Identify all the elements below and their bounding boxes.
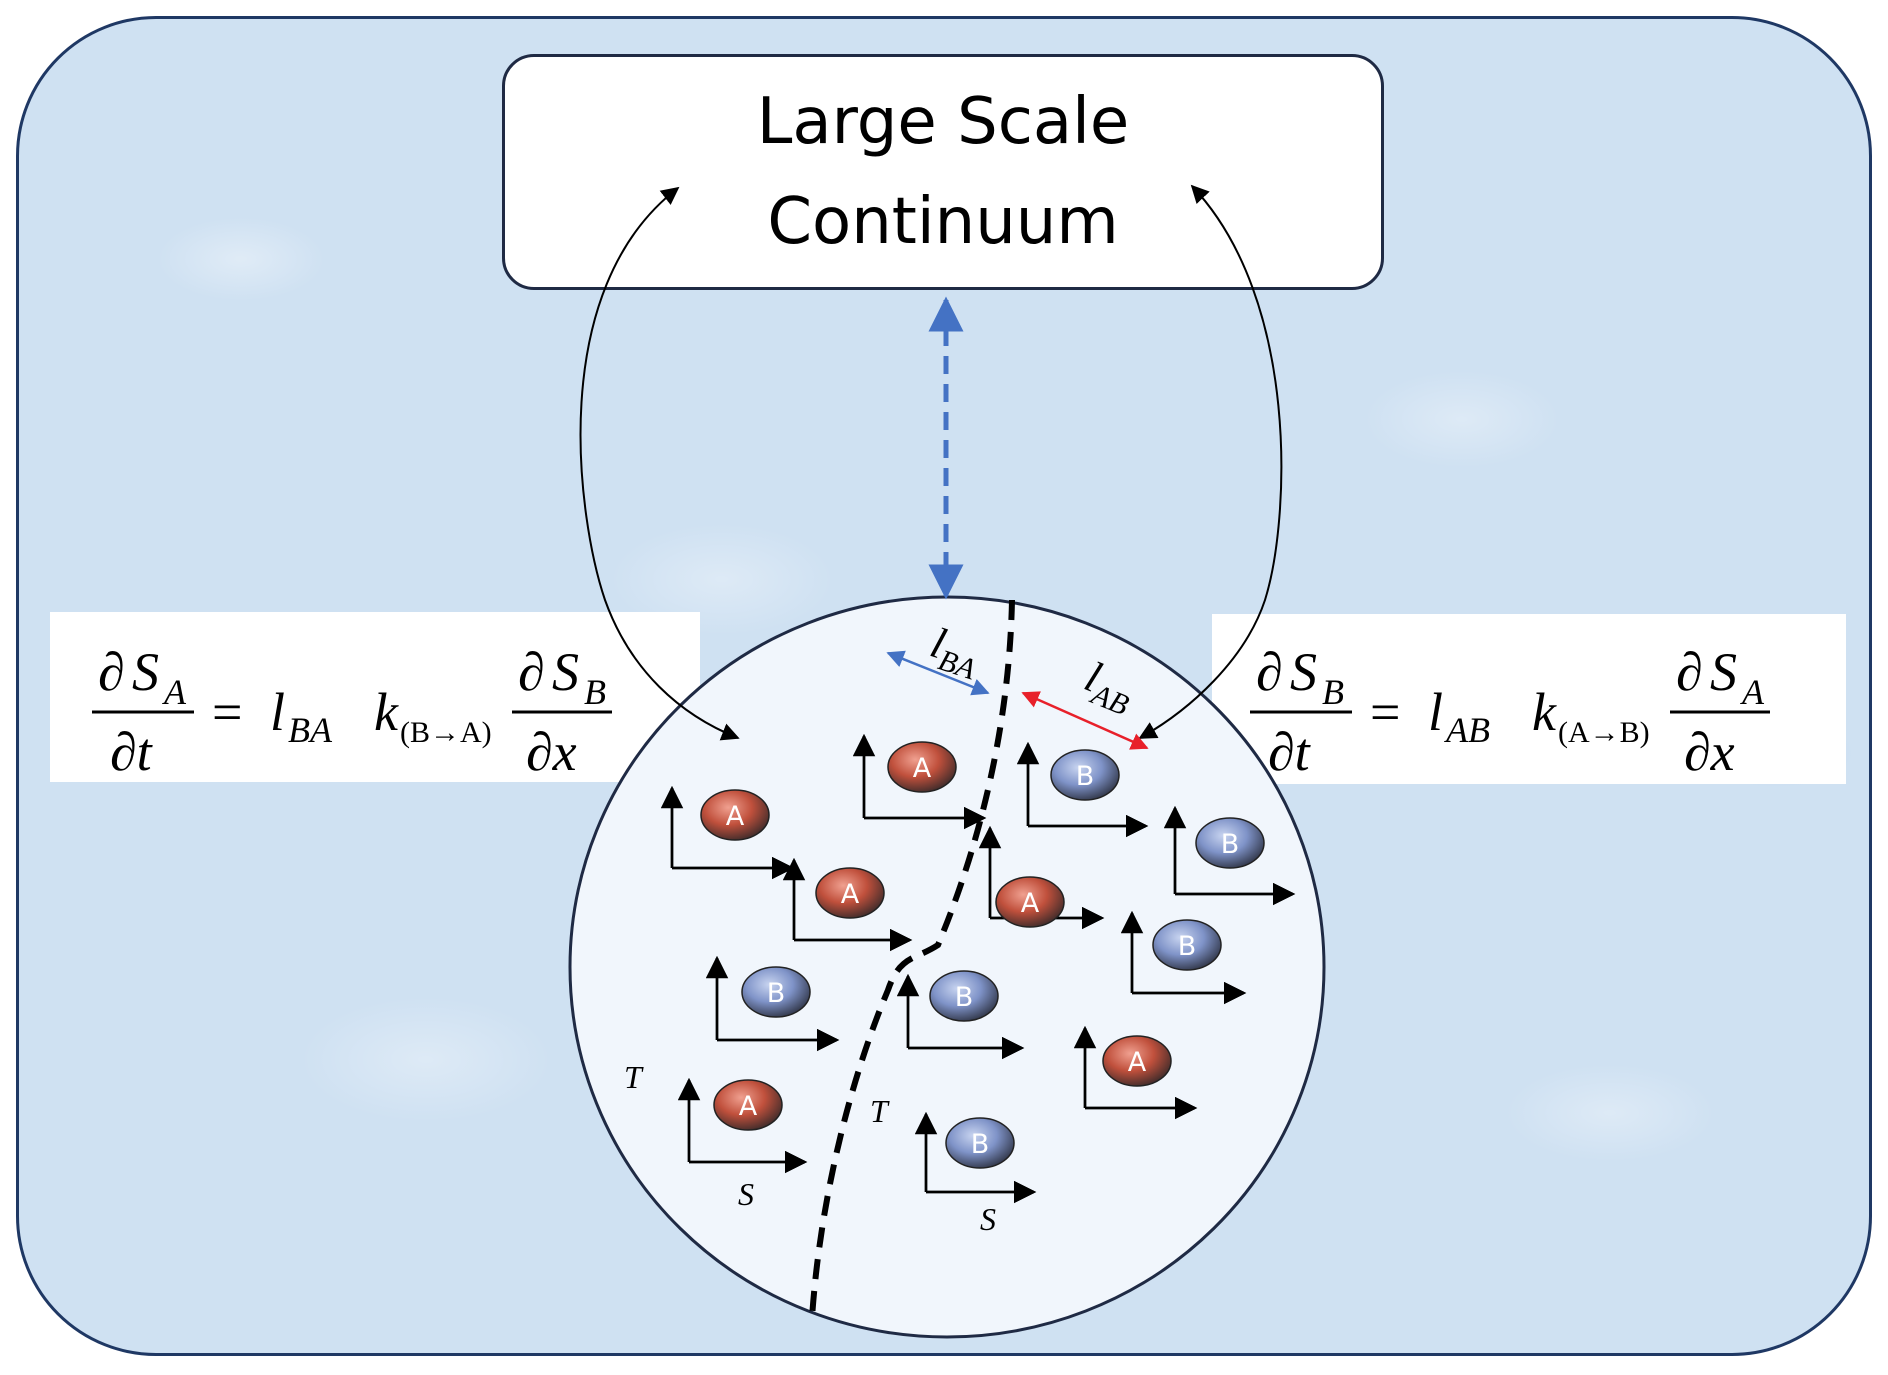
particle-b: B [929, 970, 999, 1022]
equation-text: l [1428, 682, 1443, 742]
equation-text: S [132, 642, 159, 702]
axis-label-t-right: T [870, 1093, 890, 1129]
particle-a: A [700, 789, 770, 841]
particle-body [1050, 749, 1120, 801]
particles-layer: A A A B B A B B B A A B [700, 741, 1265, 1169]
equation-text: ∂x [526, 722, 577, 782]
particle-b: B [1152, 919, 1222, 971]
lab-arrow [1021, 691, 1149, 750]
equation-text: ∂t [110, 722, 154, 782]
particle-a: A [713, 1079, 783, 1131]
equation-text: k [374, 682, 399, 742]
particle-label: A [913, 753, 932, 784]
equation-text: AB [1444, 710, 1490, 750]
equation-text: ∂x [1684, 722, 1735, 782]
title-line-2: Continuum [767, 185, 1119, 259]
right-coupling-arrow [1138, 184, 1283, 739]
equation-text: B [1322, 672, 1344, 712]
equation-text: (A→B) [1558, 716, 1650, 749]
particle-a: A [815, 867, 885, 919]
lba-arrow [886, 650, 990, 696]
particle-label: A [1021, 888, 1040, 919]
equation-text: A [1740, 672, 1765, 712]
particle-label: B [955, 982, 974, 1013]
particle-a: A [995, 876, 1065, 928]
particle-a: A [887, 741, 957, 793]
particle-b: B [945, 1117, 1015, 1169]
particle-body [700, 789, 770, 841]
equation-text: k [1532, 682, 1557, 742]
particle-body [1152, 919, 1222, 971]
equation-text: S [552, 642, 579, 702]
particle-body [887, 741, 957, 793]
equation-text: BA [288, 710, 333, 750]
particle-label: A [1128, 1047, 1147, 1078]
particle-b: B [1195, 817, 1265, 869]
particle-body [1102, 1035, 1172, 1087]
equation-text: ∂ [98, 642, 125, 702]
equation-text: (B→A) [400, 716, 492, 749]
particle-label: A [739, 1091, 758, 1122]
axis-label-s-right: S [980, 1201, 996, 1237]
title-line-1: Large Scale [756, 85, 1130, 159]
particle-b: B [741, 966, 811, 1018]
equation-text: = [212, 682, 242, 742]
particle-label: B [971, 1129, 990, 1160]
particle-body [929, 970, 999, 1022]
particle-label: B [1178, 931, 1197, 962]
particle-body [1195, 817, 1265, 869]
equation-right-box [1212, 614, 1846, 784]
particle-body [945, 1117, 1015, 1169]
left-coupling-arrow [579, 186, 740, 741]
particle-label: B [1076, 761, 1095, 792]
particle-label: A [841, 879, 860, 910]
equation-text: A [162, 672, 187, 712]
particle-body [815, 867, 885, 919]
particle-body [713, 1079, 783, 1131]
equation-text: S [1710, 642, 1737, 702]
particle-b: B [1050, 749, 1120, 801]
particle-label: B [1221, 829, 1240, 860]
equation-text: l [270, 682, 285, 742]
axis-label-t-left: T [624, 1059, 644, 1095]
equation-text: ∂ [518, 642, 545, 702]
particle-label: B [767, 978, 786, 1009]
particle-body [995, 876, 1065, 928]
particle-a: A [1102, 1035, 1172, 1087]
particle-body [741, 966, 811, 1018]
equation-text: ∂ [1256, 642, 1283, 702]
particle-label: A [726, 801, 745, 832]
equation-text: B [584, 672, 606, 712]
equation-left-box [50, 612, 700, 782]
equation-text: ∂t [1268, 722, 1312, 782]
equation-text: S [1290, 642, 1317, 702]
equation-text: ∂ [1676, 642, 1703, 702]
equation-text: = [1370, 682, 1400, 742]
axis-label-s-left: S [738, 1176, 754, 1212]
